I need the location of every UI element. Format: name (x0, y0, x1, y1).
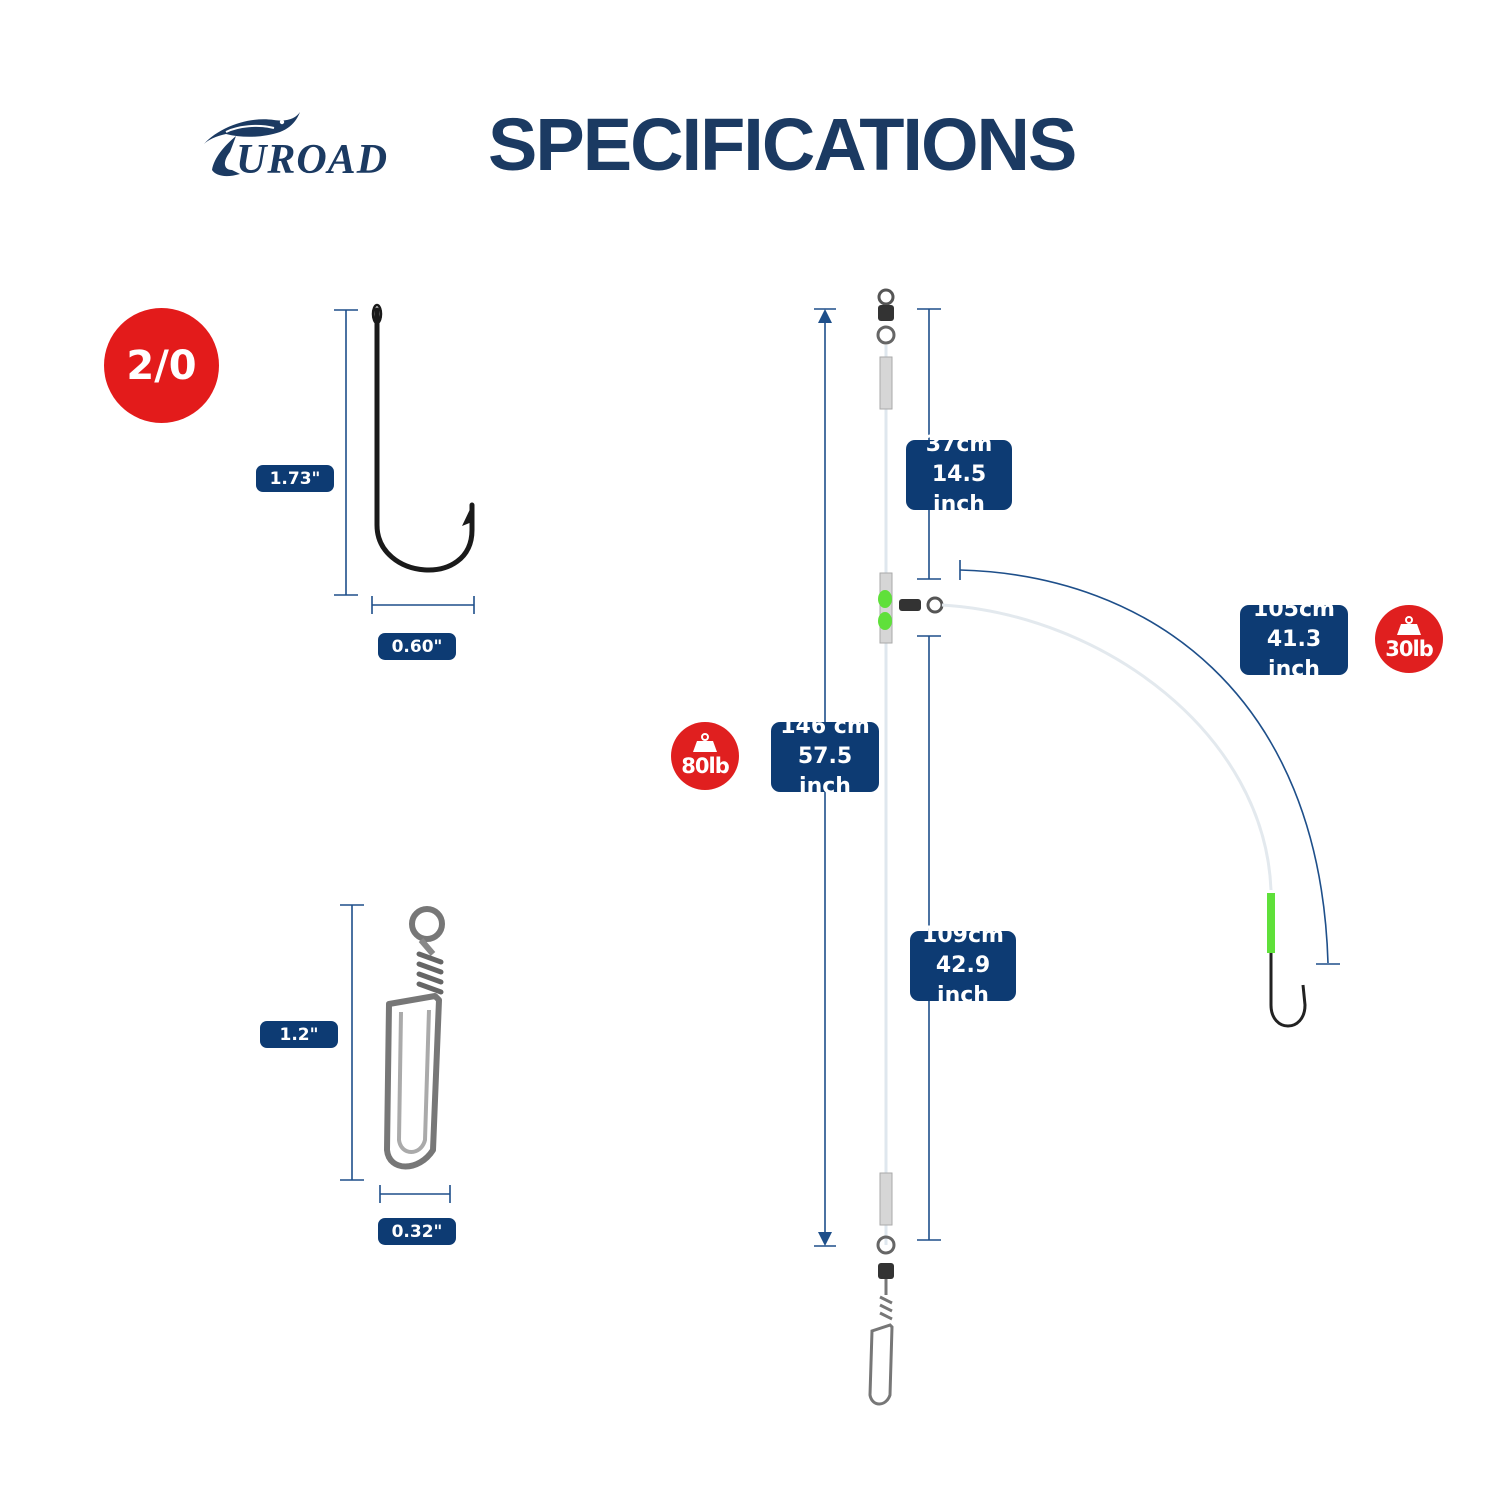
total-length-label: 146 cm 57.5 inch (771, 714, 879, 799)
snap-width-label: 0.32" (378, 1218, 456, 1245)
hook-icon (371, 303, 475, 573)
brand-name: UROAD (236, 137, 389, 183)
upper-segment-inch: 14.5 inch (931, 462, 987, 517)
branch-length-cm: 105cm (1253, 597, 1335, 622)
main-line-strength-badge: 80lb (671, 722, 739, 790)
rig-main-line-icon (868, 288, 896, 1406)
lower-segment-cm: 109cm (922, 923, 1004, 948)
weight-icon (1397, 616, 1421, 635)
branch-length-inch: 41.3 inch (1266, 627, 1322, 682)
lower-segment-inch: 42.9 inch (935, 953, 991, 1008)
branch-length-label: 105cm 41.3 inch (1240, 597, 1348, 682)
snap-length-dimension-line (340, 904, 364, 1181)
rig-branch-line-icon (899, 596, 1307, 1028)
main-line-strength: 80lb (681, 754, 729, 778)
hook-size-badge: 2/0 (104, 308, 219, 423)
lower-segment-label: 109cm 42.9 inch (910, 923, 1016, 1008)
weight-icon (693, 733, 717, 752)
branch-line-strength-badge: 30lb (1375, 605, 1443, 673)
snap-width-dimension-line (379, 1185, 451, 1203)
hook-length-label: 1.73" (256, 465, 334, 492)
hook-length-dimension-line (334, 309, 358, 596)
total-length-inch: 57.5 inch (797, 744, 853, 799)
snap-length-label: 1.2" (260, 1021, 338, 1048)
snap-swivel-icon (384, 906, 445, 1170)
total-length-cm: 146 cm (780, 714, 870, 739)
upper-segment-cm: 37cm (925, 432, 993, 457)
hook-width-label: 0.60" (378, 633, 456, 660)
upper-segment-label: 37cm 14.5 inch (906, 432, 1012, 517)
branch-length-dimension-line (959, 560, 1340, 965)
hook-width-dimension-line (371, 596, 475, 614)
branch-line-strength: 30lb (1385, 637, 1433, 661)
page-title: SPECIFICATIONS (488, 103, 1077, 186)
brand-fish-logo-icon (204, 112, 300, 177)
